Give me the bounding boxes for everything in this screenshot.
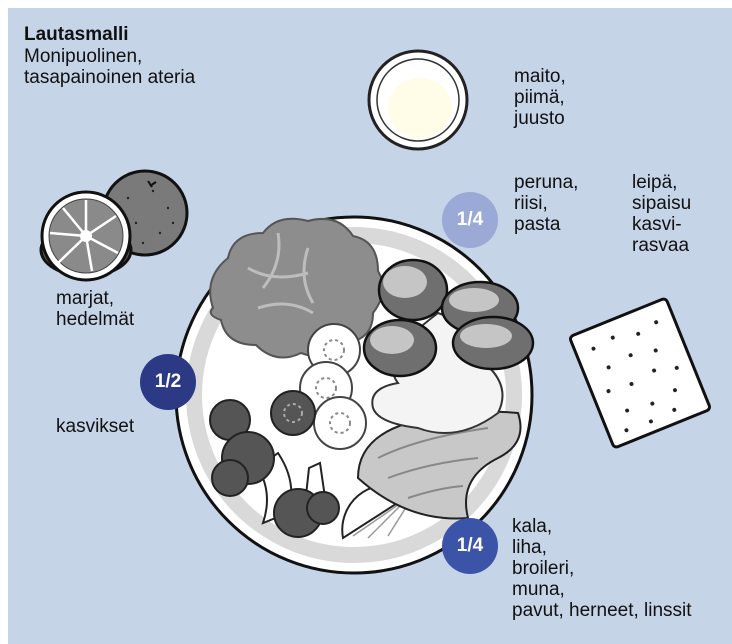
vegetables-label: kasvikset [56, 416, 134, 437]
diagram-title: Lautasmalli [24, 24, 129, 45]
protein-label: kala, liha, broileri, muna, pavut, herne… [512, 516, 692, 621]
diagram-subtitle: Monipuolinen, tasapainoinen ateria [24, 46, 195, 88]
protein-portion-badge: 1/4 [442, 518, 498, 574]
bread-label: leipä, sipaisu kasvi- rasvaa [632, 172, 691, 256]
fruit-label: marjat, hedelmät [56, 288, 134, 330]
crispbread-icon [569, 298, 710, 448]
vegetables-portion-badge: 1/2 [140, 354, 196, 410]
starch-portion-badge: 1/4 [442, 192, 498, 248]
milk-glass-icon [369, 51, 467, 149]
dairy-label: maito, piimä, juusto [514, 66, 566, 129]
starch-label: peruna, riisi, pasta [514, 172, 578, 235]
plate-model-diagram: Lautasmalli Monipuolinen, tasapainoinen … [8, 8, 732, 644]
orange-icon [41, 171, 187, 280]
